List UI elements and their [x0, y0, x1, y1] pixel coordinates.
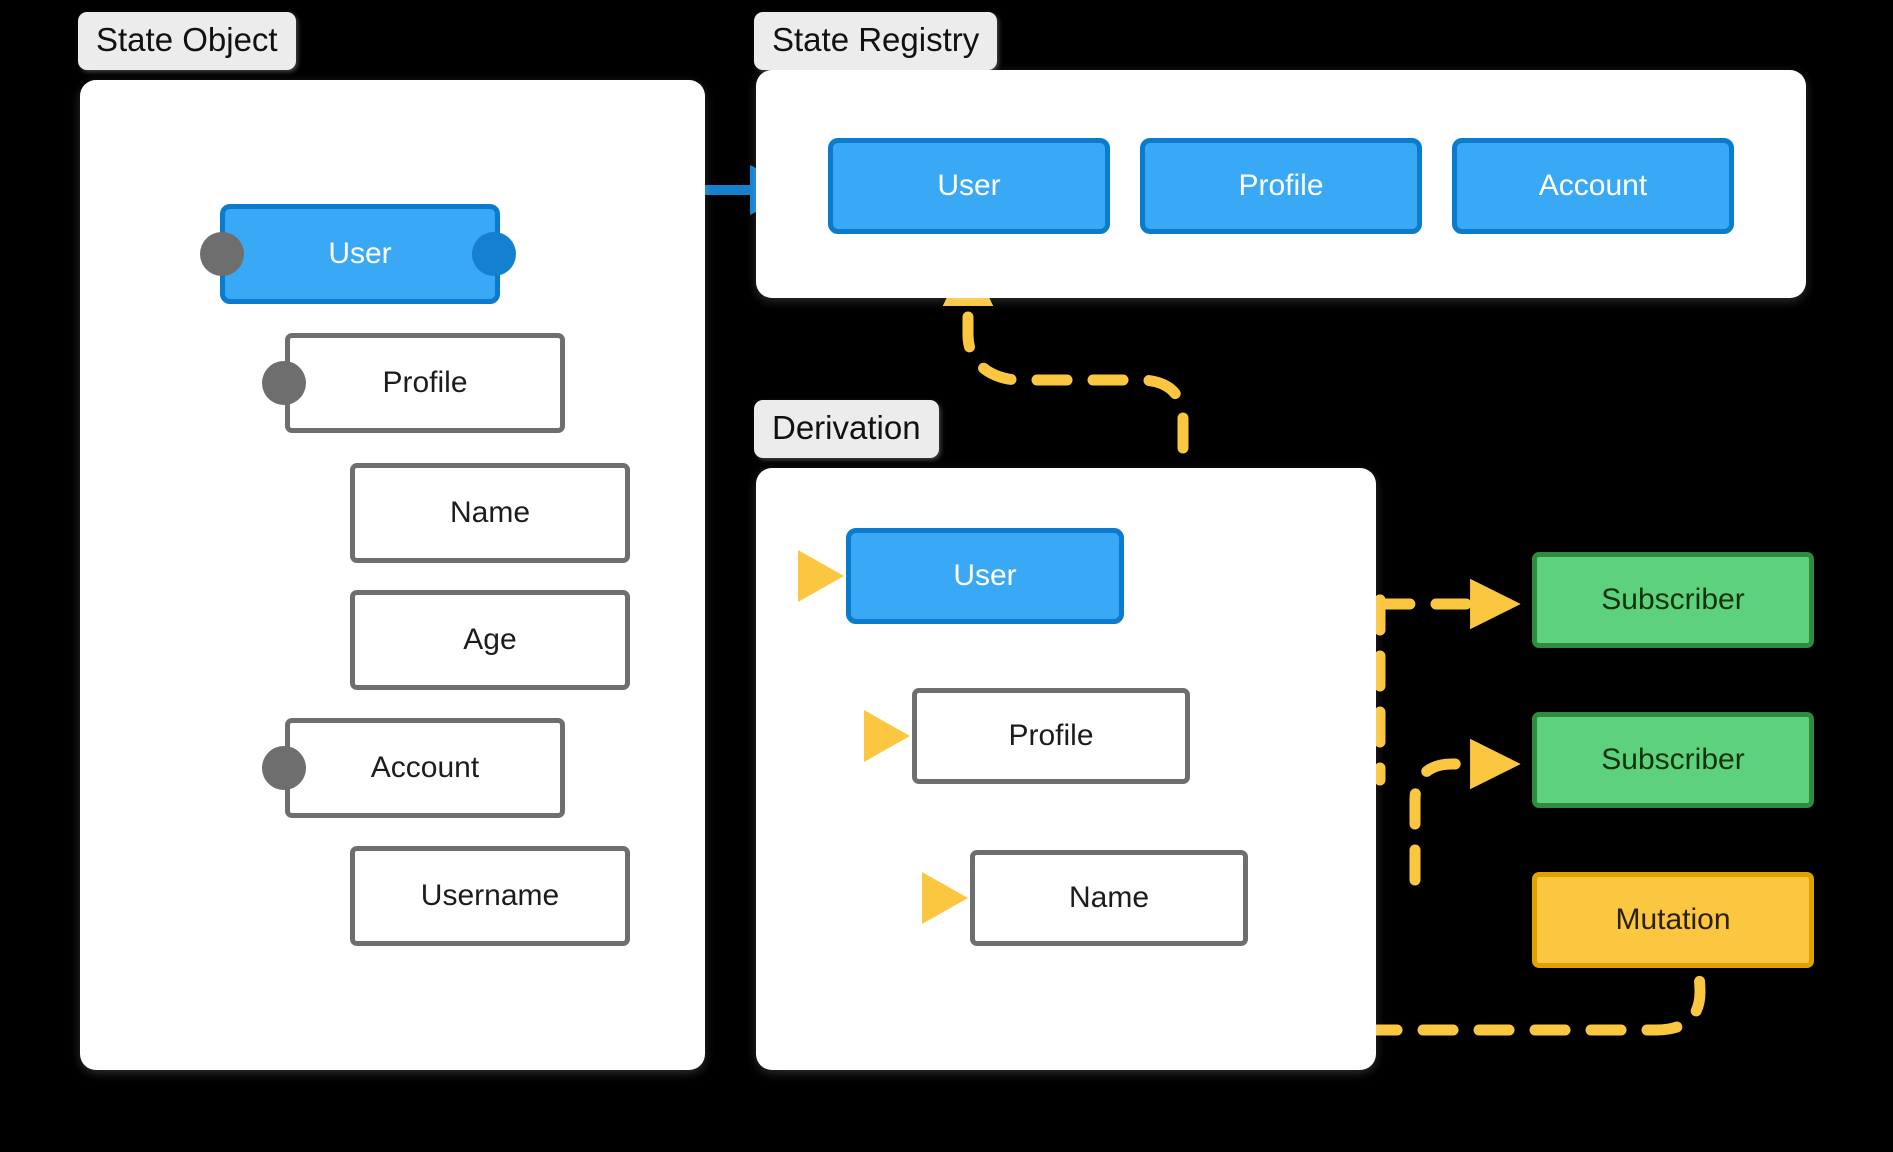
port-account-left	[262, 746, 306, 790]
node-label: User	[937, 169, 1001, 202]
panel-title-state-registry: State Registry	[754, 12, 998, 70]
node-state-object-account[interactable]: Account	[285, 718, 565, 818]
node-state-object-profile[interactable]: Profile	[285, 333, 565, 433]
node-label: Profile	[1238, 169, 1324, 202]
edge-derivation-to-subscriber-2	[1409, 738, 1521, 886]
panel-title-state-object: State Object	[78, 12, 296, 70]
panel-title-derivation: Derivation	[754, 400, 939, 458]
node-label: Age	[463, 623, 517, 656]
node-label: Profile	[1008, 719, 1094, 752]
node-label: Account	[370, 751, 480, 784]
node-label: Profile	[382, 366, 468, 399]
node-label: User	[953, 559, 1017, 592]
node-label: Subscriber	[1601, 743, 1745, 776]
node-label: User	[328, 237, 392, 270]
node-state-object-username[interactable]: Username	[350, 846, 630, 946]
node-label: Subscriber	[1601, 583, 1745, 616]
node-state-object-age[interactable]: Age	[350, 590, 630, 690]
node-mutation[interactable]: Mutation	[1532, 872, 1814, 968]
node-registry-user[interactable]: User	[828, 138, 1110, 234]
node-state-object-name[interactable]: Name	[350, 463, 630, 563]
node-label: Username	[420, 879, 560, 912]
node-registry-account[interactable]: Account	[1452, 138, 1734, 234]
port-user-right	[472, 232, 516, 276]
port-profile-left	[262, 361, 306, 405]
node-label: Name	[1068, 881, 1150, 914]
node-derivation-name[interactable]: Name	[970, 850, 1248, 946]
node-derivation-profile[interactable]: Profile	[912, 688, 1190, 784]
node-state-object-user[interactable]: User	[220, 204, 500, 304]
port-user-left	[200, 232, 244, 276]
node-label: Mutation	[1615, 903, 1731, 936]
node-label: Account	[1538, 169, 1648, 202]
node-derivation-user[interactable]: User	[846, 528, 1124, 624]
node-subscriber-2[interactable]: Subscriber	[1532, 712, 1814, 808]
node-registry-profile[interactable]: Profile	[1140, 138, 1422, 234]
node-label: Name	[449, 496, 531, 529]
node-subscriber-1[interactable]: Subscriber	[1532, 552, 1814, 648]
